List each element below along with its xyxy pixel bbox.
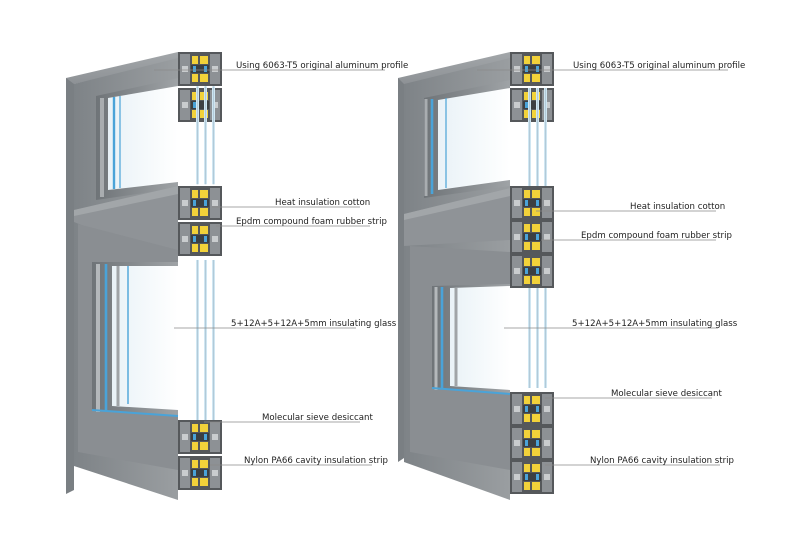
left-frame-side <box>66 78 74 494</box>
right-label-epdm-strip: Epdm compound foam rubber strip <box>581 231 732 241</box>
left-label-insulating-glass: 5+12A+5+12A+5mm insulating glass <box>231 319 397 329</box>
right-frame-top <box>398 52 510 86</box>
right-label-molecular-sieve: Molecular sieve desiccant <box>611 389 722 399</box>
right-label-insulating-glass: 5+12A+5+12A+5mm insulating glass <box>572 319 738 329</box>
right-label-nylon-strip: Nylon PA66 cavity insulation strip <box>590 456 734 466</box>
right-frame-side <box>398 78 404 462</box>
right-window-illustration <box>398 52 554 500</box>
left-label-nylon-strip: Nylon PA66 cavity insulation strip <box>244 456 388 466</box>
right-label-aluminum-profile: Using 6063-T5 original aluminum profile <box>573 61 746 71</box>
right-label-heat-insulation-cotton: Heat insulation cotton <box>630 202 726 212</box>
left-label-molecular-sieve: Molecular sieve desiccant <box>262 413 373 423</box>
left-label-aluminum-profile: Using 6063-T5 original aluminum profile <box>236 61 409 71</box>
left-label-epdm-strip: Epdm compound foam rubber strip <box>236 217 387 227</box>
left-window-illustration <box>66 52 222 500</box>
right-leader-lines <box>477 69 728 466</box>
right-transom <box>404 188 510 246</box>
left-label-heat-insulation-cotton: Heat insulation cotton <box>275 198 371 208</box>
left-frame-top <box>66 52 178 86</box>
left-leader-lines <box>154 69 385 466</box>
